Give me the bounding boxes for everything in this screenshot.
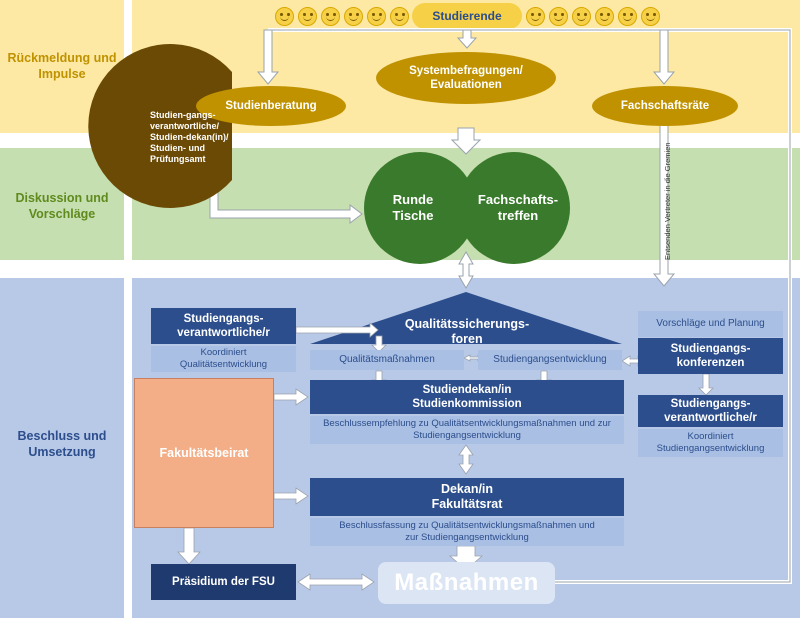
arrow-to-advisory (256, 29, 280, 85)
arrow-to-evaluations (456, 29, 478, 49)
band-label-decision: Beschluss und Umsetzung (17, 429, 107, 459)
resolution-recommendation: Beschlussempfehlung zu Qualitätsentwickl… (310, 416, 624, 444)
band-label-discussion: Diskussion und Vorschläge (15, 191, 109, 221)
study-dean: Studiendekan/in Studienkommission (310, 380, 624, 414)
students-node: Studierende (412, 3, 522, 29)
column-divider (124, 0, 132, 618)
proposals-planning: Vorschläge und Planung (638, 311, 783, 337)
measures: Maßnahmen (378, 562, 555, 604)
smiley-icon (618, 7, 637, 26)
coordinates-left: Koordiniert Qualitätsentwicklung (151, 346, 296, 372)
qa-forums-label: Qualitätssicherungs-foren (404, 317, 530, 346)
round-tables-label: Runde Tische (392, 192, 434, 223)
advisory-node: Studienberatung (196, 86, 346, 126)
resolution: Beschlussfassung zu Qualitätsentwicklung… (310, 518, 624, 546)
coordinates-right: Koordiniert Studiengangsentwicklung (638, 429, 783, 457)
smiley-icon (549, 7, 568, 26)
smiley-icon (298, 7, 317, 26)
dean: Dekan/in Fakultätsrat (310, 478, 624, 516)
program-development: Studiengangsentwicklung (478, 350, 622, 370)
band-label-feedback: Rückmeldung und Impulse (7, 51, 117, 81)
responsibles-pie (88, 43, 232, 208)
presidium: Präsidium der FSU (151, 564, 296, 600)
student-councils-node: Fachschaftsräte (592, 86, 738, 126)
smiley-icon (275, 7, 294, 26)
smiley-icon (390, 7, 409, 26)
program-responsible-left: Studiengangs-verantwortliche/r (151, 308, 296, 344)
smiley-icon (526, 7, 545, 26)
evaluations-node: Systembefragungen/ Evaluationen (376, 52, 556, 104)
smiley-icon (367, 7, 386, 26)
smiley-icon (595, 7, 614, 26)
responsibles-label: Studien-gangs-verantwortliche/ Studien-d… (150, 109, 229, 164)
council-meetings-label: Fachschafts-treffen (477, 192, 559, 223)
arrow-to-councils (652, 29, 676, 85)
council-meetings-circle (458, 152, 570, 264)
smiley-icon (321, 7, 340, 26)
smiley-icon (641, 7, 660, 26)
quality-measures: Qualitätsmaßnahmen (310, 350, 464, 370)
delegates-label: Entsenden Vertreter in die Gremien (663, 142, 672, 260)
qa-forums-roof (310, 292, 622, 344)
smiley-icon (344, 7, 363, 26)
faculty-board: Fakultätsbeirat (134, 378, 274, 528)
round-tables-circle (364, 152, 476, 264)
program-responsible-right: Studiengangs-verantwortliche/r (638, 395, 783, 427)
program-conferences: Studiengangs-konferenzen (638, 338, 783, 374)
smiley-icon (572, 7, 591, 26)
